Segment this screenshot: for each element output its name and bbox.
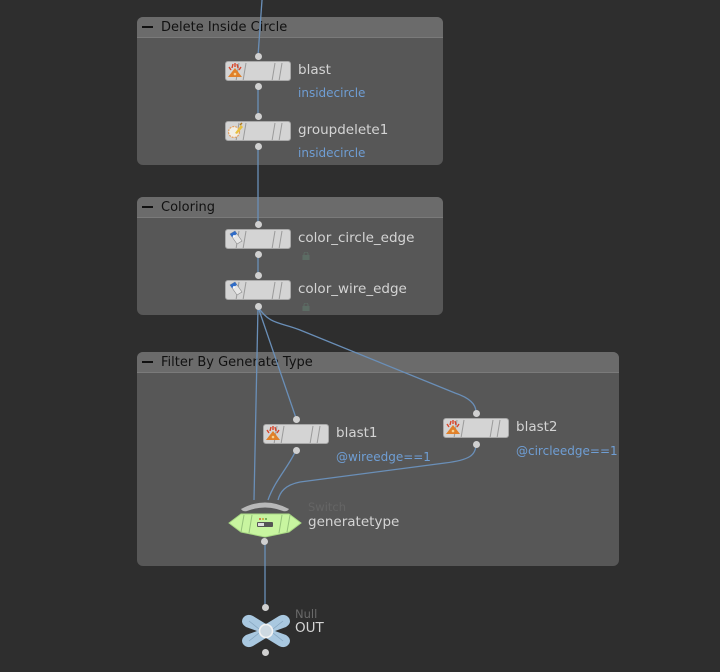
collapse-button[interactable] bbox=[137, 197, 157, 217]
netbox-title: Delete Inside Circle bbox=[161, 19, 288, 35]
groupdelete-icon bbox=[227, 122, 243, 139]
node-blast1[interactable]: blast1 @wireedge==1 bbox=[263, 416, 431, 464]
color-icon bbox=[229, 230, 243, 245]
node-name[interactable]: OUT bbox=[295, 620, 324, 636]
output-connector[interactable] bbox=[255, 303, 262, 310]
node-generatetype[interactable]: Switch generatetype bbox=[227, 498, 427, 548]
minus-icon bbox=[141, 206, 153, 208]
null-icon[interactable] bbox=[239, 612, 293, 650]
node-color-circle-edge[interactable]: color_circle_edge bbox=[225, 221, 414, 260]
output-connector[interactable] bbox=[255, 83, 262, 90]
node-type-label: Null bbox=[295, 607, 318, 621]
node-comment: @wireedge==1 bbox=[336, 450, 431, 464]
node-name[interactable]: generatetype bbox=[308, 514, 400, 530]
input-connector[interactable] bbox=[262, 604, 269, 611]
node-body[interactable] bbox=[225, 121, 291, 141]
node-body[interactable] bbox=[225, 280, 291, 300]
input-connector[interactable] bbox=[255, 221, 262, 228]
switch-icon bbox=[257, 518, 273, 527]
node-name[interactable]: blast2 bbox=[516, 419, 558, 435]
node-comment: insidecircle bbox=[298, 146, 366, 160]
input-connector[interactable] bbox=[473, 410, 480, 417]
wire-color-wire-edge-to-switch[interactable] bbox=[253, 306, 259, 501]
collapse-button[interactable] bbox=[137, 17, 157, 37]
node-color-wire-edge[interactable]: color_wire_edge bbox=[225, 272, 407, 311]
netbox-delete-inside-circle[interactable]: Delete Inside Circle bbox=[137, 17, 443, 165]
output-connector[interactable] bbox=[255, 251, 262, 258]
lock-icon[interactable] bbox=[302, 303, 310, 311]
node-name[interactable]: blast bbox=[298, 62, 331, 78]
input-connector[interactable] bbox=[255, 272, 262, 279]
node-blast[interactable]: blast insidecircle bbox=[225, 53, 365, 100]
node-body[interactable] bbox=[443, 418, 509, 438]
output-connector[interactable] bbox=[262, 649, 269, 656]
blast-icon bbox=[266, 426, 280, 440]
wire-input-to-blast[interactable] bbox=[257, 0, 263, 57]
wire-blast2-to-switch[interactable] bbox=[277, 443, 477, 501]
node-body[interactable] bbox=[263, 424, 329, 444]
output-connector[interactable] bbox=[255, 143, 262, 150]
input-connector[interactable] bbox=[293, 416, 300, 423]
node-comment: insidecircle bbox=[298, 86, 366, 100]
node-blast2[interactable]: blast2 @circleedge==1 bbox=[443, 410, 618, 458]
node-name[interactable]: blast1 bbox=[336, 425, 378, 441]
wire-blast1-to-switch[interactable] bbox=[267, 449, 297, 501]
input-connector[interactable] bbox=[255, 53, 262, 60]
node-body[interactable] bbox=[225, 229, 291, 249]
netbox-header[interactable]: Delete Inside Circle bbox=[137, 17, 443, 38]
node-stripes bbox=[453, 419, 501, 437]
input-connector[interactable] bbox=[255, 113, 262, 120]
blast-icon bbox=[228, 63, 242, 77]
node-name[interactable]: groupdelete1 bbox=[298, 122, 389, 138]
node-comment: @circleedge==1 bbox=[516, 444, 618, 458]
lock-icon[interactable] bbox=[302, 252, 310, 260]
netbox-header[interactable]: Coloring bbox=[137, 197, 443, 218]
wire-color-wire-edge-to-blast1[interactable] bbox=[257, 306, 297, 419]
output-connector[interactable] bbox=[261, 538, 268, 545]
node-type-label: Switch bbox=[308, 500, 347, 514]
netbox-title: Filter By Generate Type bbox=[161, 354, 313, 370]
minus-icon bbox=[141, 26, 153, 28]
output-connector[interactable] bbox=[473, 441, 480, 448]
netbox-title: Coloring bbox=[161, 199, 216, 215]
node-name[interactable]: color_circle_edge bbox=[298, 230, 415, 246]
color-icon bbox=[229, 281, 243, 296]
wire-color-wire-edge-to-blast2[interactable] bbox=[257, 306, 477, 413]
node-name[interactable]: color_wire_edge bbox=[298, 281, 407, 297]
node-out[interactable]: Null OUT bbox=[238, 602, 358, 662]
node-body[interactable] bbox=[225, 61, 291, 81]
minus-icon bbox=[141, 361, 153, 363]
blast-icon bbox=[446, 420, 460, 434]
switch-node-shape[interactable] bbox=[227, 498, 303, 540]
collapse-button[interactable] bbox=[137, 352, 157, 372]
output-connector[interactable] bbox=[293, 447, 300, 454]
node-groupdelete1[interactable]: groupdelete1 insidecircle bbox=[225, 113, 388, 160]
